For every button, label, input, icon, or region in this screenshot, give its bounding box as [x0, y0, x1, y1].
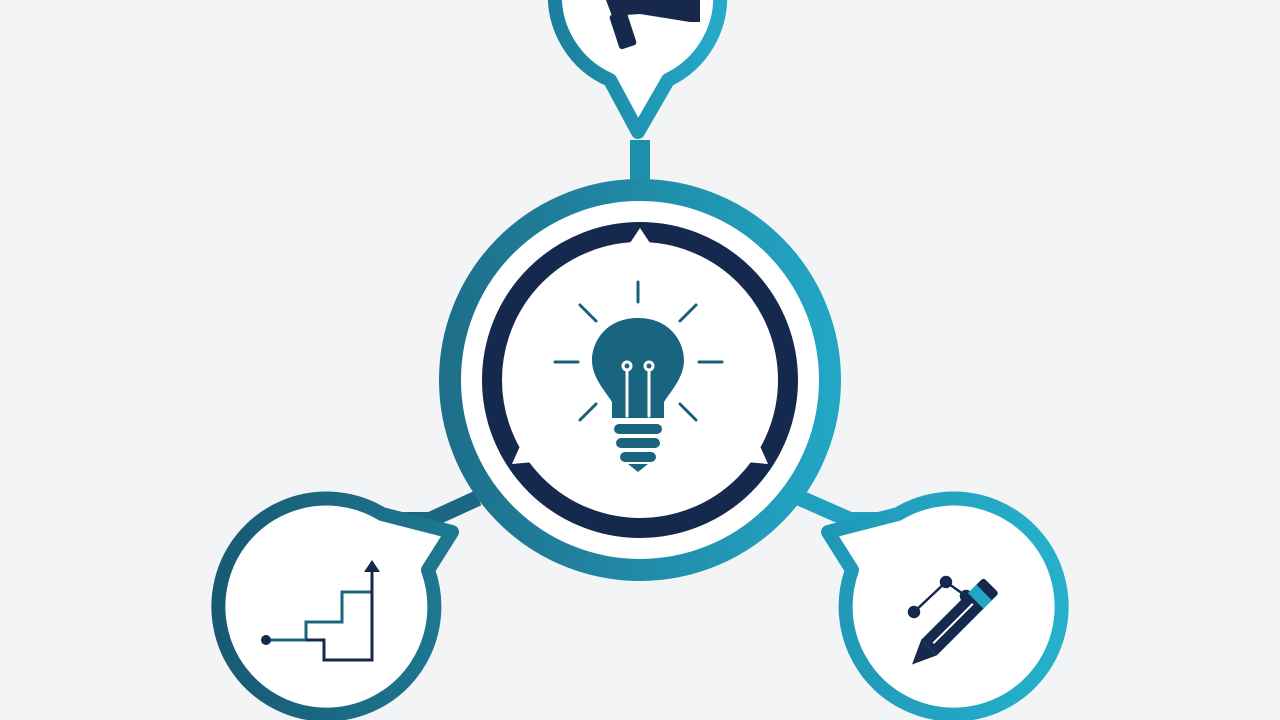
megaphone-icon [606, 0, 700, 50]
top-bubble [547, 0, 728, 139]
top-connector [630, 140, 650, 190]
ring-notch-right [746, 446, 768, 464]
growth-steps-icon [261, 560, 380, 662]
bottom-left-bubble [211, 491, 459, 720]
light-rays [553, 280, 724, 422]
lightbulb-icon [553, 280, 724, 472]
top-node [547, 0, 728, 190]
bulb-glass [592, 318, 684, 418]
bottom-left-node [211, 491, 459, 720]
bulb-base [614, 424, 662, 472]
bottom-right-bubble [821, 491, 1069, 720]
bottom-right-node [821, 491, 1069, 720]
center-hub [439, 179, 841, 581]
ring-notch-left [512, 446, 534, 464]
pencil-icon [907, 575, 998, 665]
ring-notch-top [628, 228, 652, 246]
bulb-filament [621, 360, 655, 418]
